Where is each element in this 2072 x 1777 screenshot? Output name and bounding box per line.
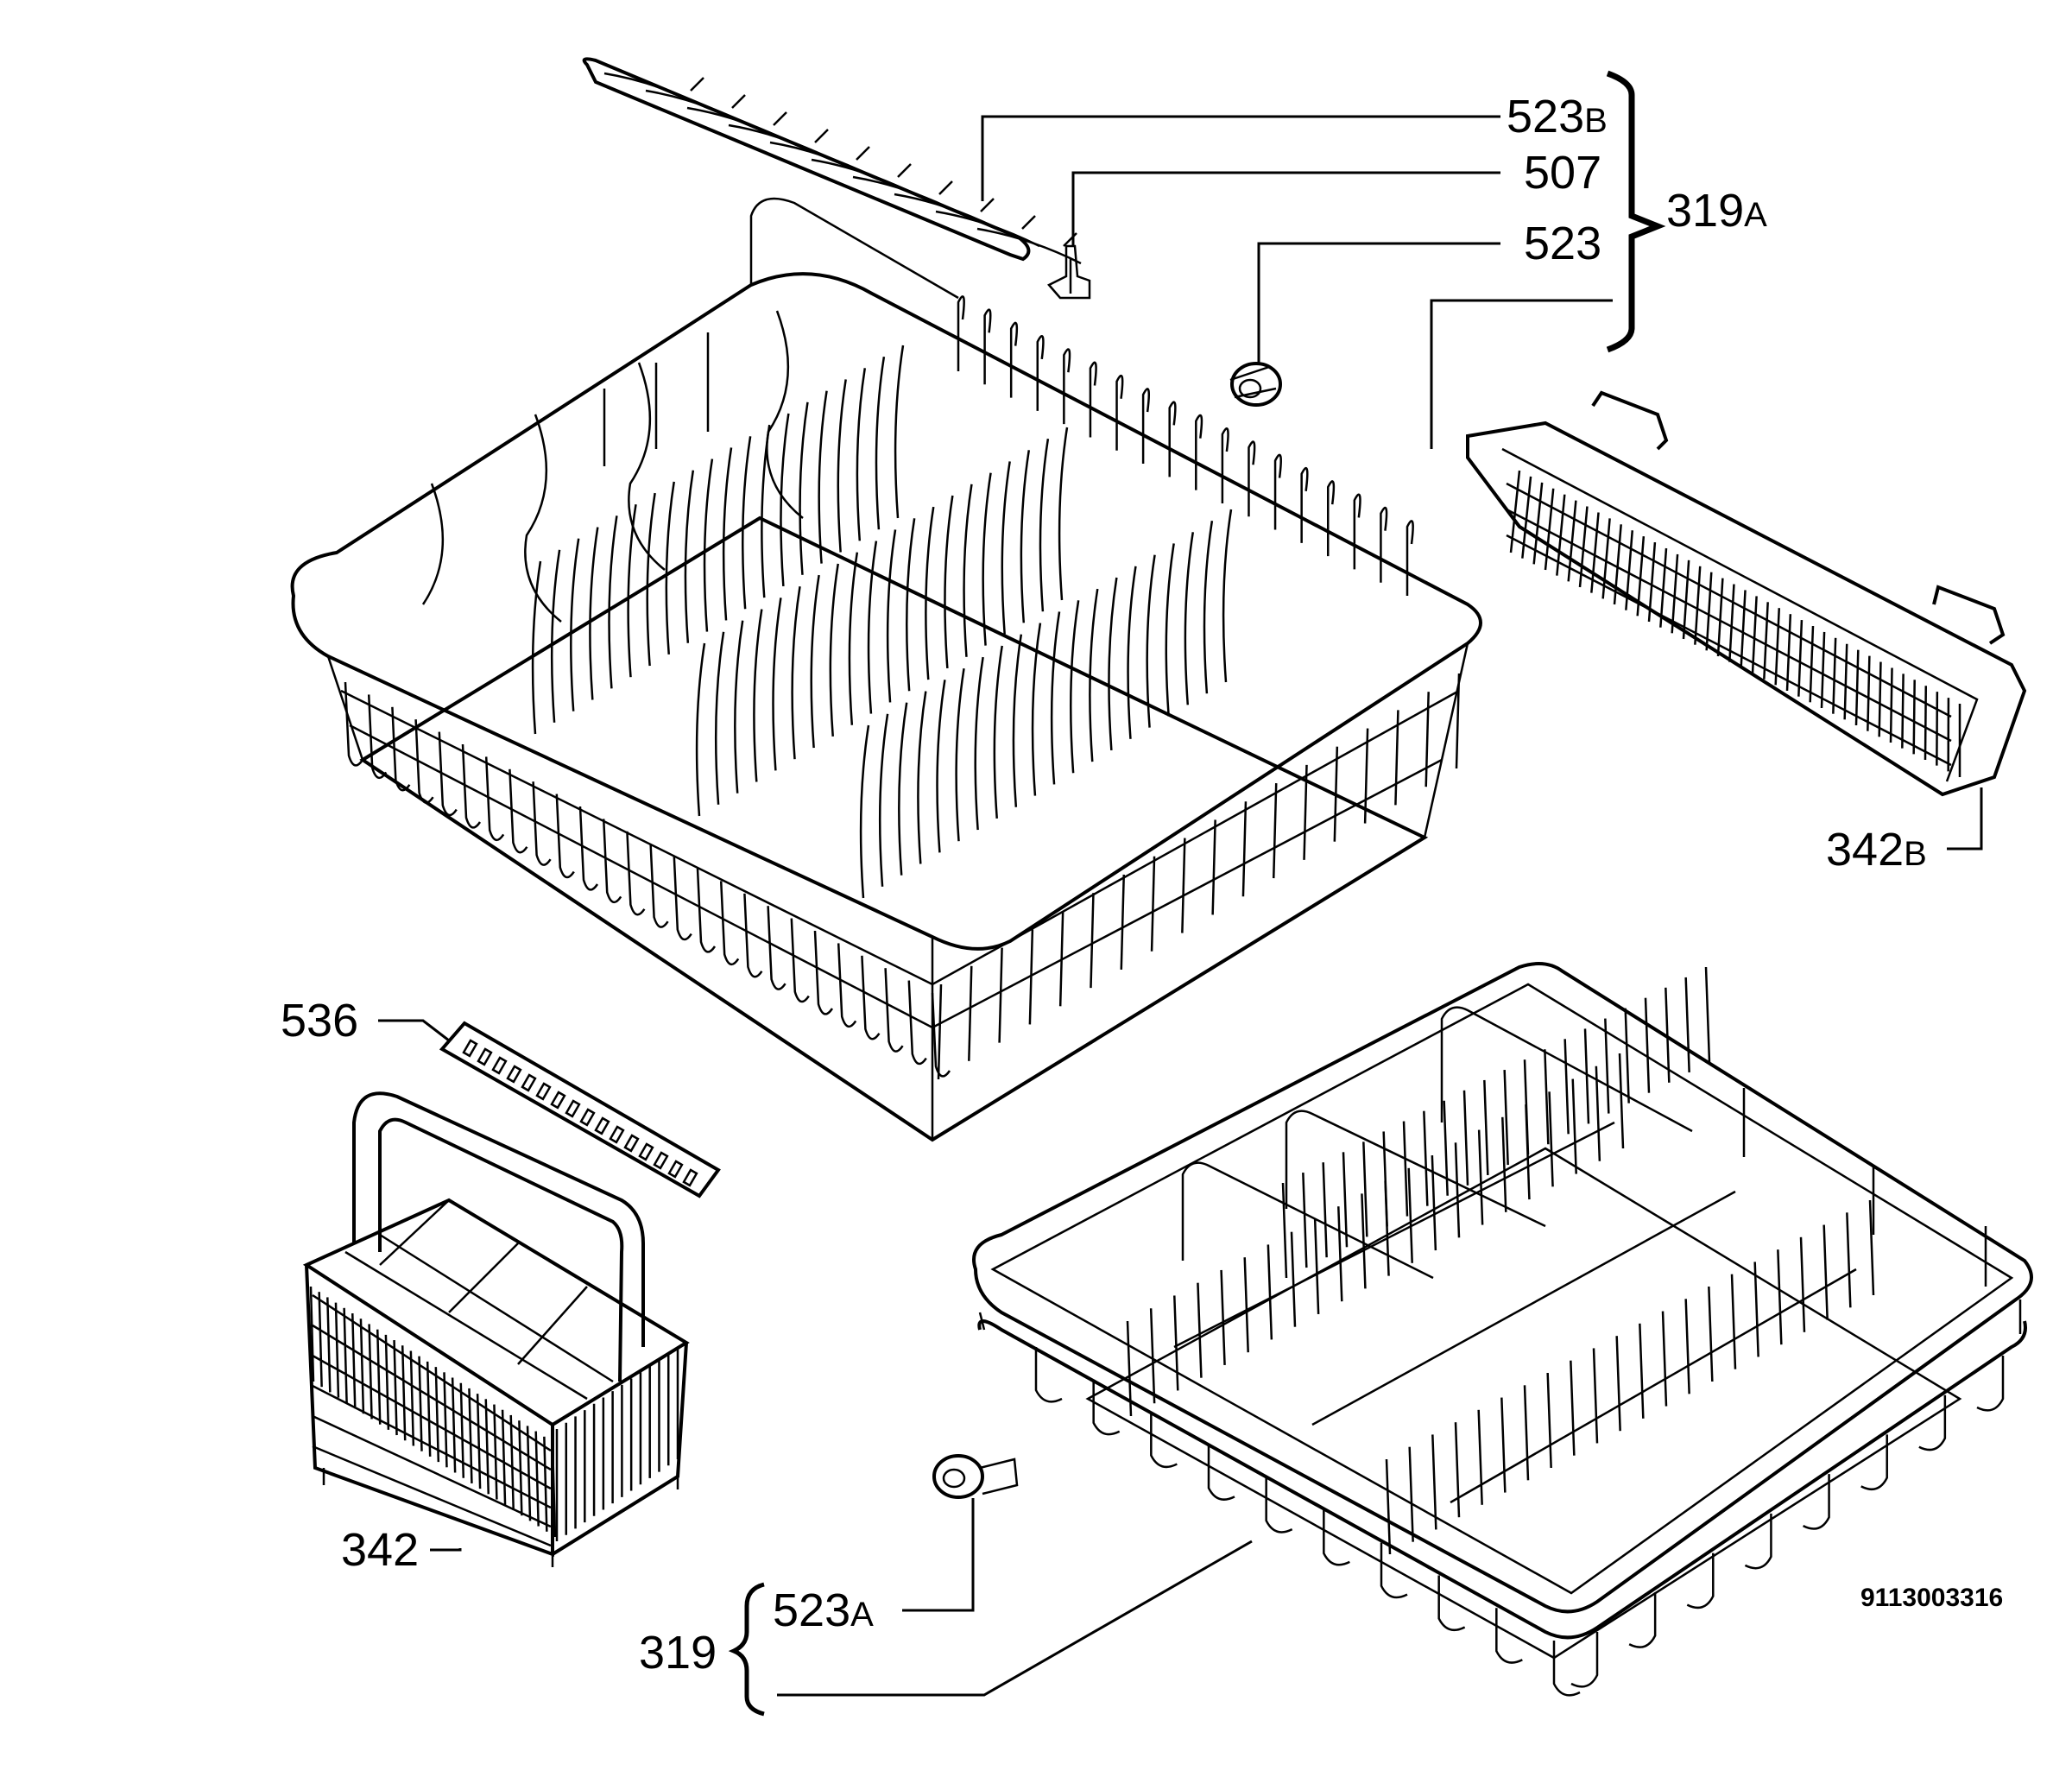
label-507: 507 <box>1524 147 1601 199</box>
part-suffix-a: A <box>1744 196 1767 234</box>
part-number-523: 523 <box>1524 218 1601 269</box>
svg-text:523A: 523A <box>773 1584 874 1636</box>
cup-shelf-523b-drawing <box>582 57 1082 265</box>
side-basket-342b-drawing <box>1466 390 2027 797</box>
part-number-507: 507 <box>1524 147 1601 199</box>
label-319a: 319A <box>1666 185 1767 237</box>
wheel-523-drawing <box>1229 362 1282 407</box>
drawing-code: 9113003316 <box>1860 1584 2003 1612</box>
bracket-319a <box>1606 70 1666 353</box>
clip-507-drawing <box>1047 244 1091 300</box>
leader-lines <box>378 115 1983 1697</box>
part-number-536: 536 <box>281 995 358 1047</box>
svg-text:342B: 342B <box>1826 824 1927 876</box>
part-suffix-b: B <box>1584 102 1608 140</box>
part-number-342: 342 <box>341 1524 419 1576</box>
part-suffix-b-2: B <box>1904 835 1927 873</box>
label-342: 342 <box>341 1524 419 1576</box>
label-523: 523 <box>1524 218 1601 269</box>
part-number-319: 319 <box>639 1627 717 1679</box>
svg-text:319A: 319A <box>1666 185 1767 237</box>
comb-strip-536-drawing <box>439 1021 721 1198</box>
svg-text:523B: 523B <box>1507 91 1608 142</box>
label-523a: 523A <box>773 1584 874 1636</box>
wheel-523a-drawing <box>932 1454 1019 1499</box>
part-number-342b: 342 <box>1826 824 1904 876</box>
bracket-319 <box>728 1582 765 1717</box>
upper-basket-drawing <box>290 197 1482 1142</box>
lower-basket-319-drawing <box>972 962 2033 1697</box>
label-536: 536 <box>281 995 358 1047</box>
part-number-523a: 523 <box>773 1584 850 1636</box>
cutlery-basket-342-drawing <box>302 1091 690 1567</box>
part-number-319a: 319 <box>1666 185 1744 237</box>
part-number-523b: 523 <box>1507 91 1584 142</box>
label-523b: 523B <box>1507 91 1608 142</box>
part-suffix-a-2: A <box>850 1596 874 1634</box>
label-342b: 342B <box>1826 824 1927 876</box>
label-319: 319 <box>639 1627 717 1679</box>
